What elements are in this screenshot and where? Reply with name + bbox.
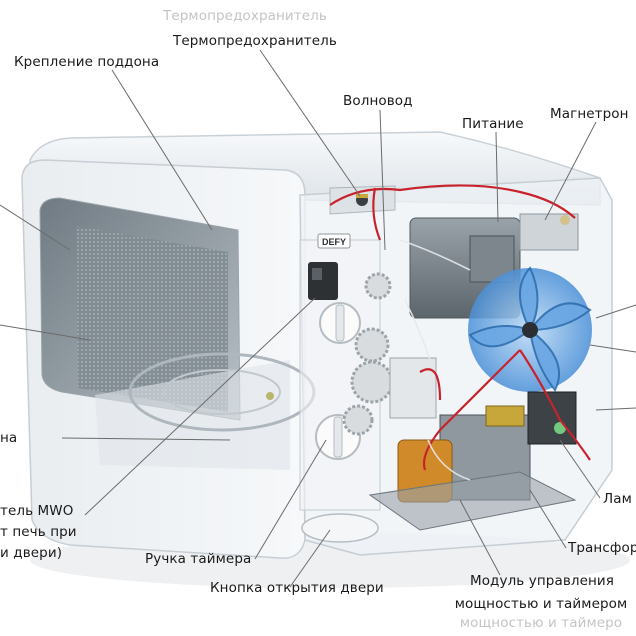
fan-hub (522, 322, 538, 338)
leader-lines (0, 49, 636, 588)
door-switch-block (308, 262, 338, 300)
white-wiring (399, 239, 471, 481)
red-wiring (329, 184, 591, 471)
lamp-holder (485, 405, 525, 427)
label-mwo-line3: и двери) (0, 545, 63, 561)
ghost-label-bottom: мощностью и таймеро (459, 615, 623, 631)
label-lamp: Лам (603, 491, 632, 507)
door-mesh (76, 226, 228, 412)
brand-text: DEFY (322, 237, 346, 247)
lamp (527, 391, 577, 445)
turntable-coupler (266, 392, 274, 400)
turntable-ring (163, 369, 281, 415)
label-door-button: Кнопка открытия двери (210, 580, 384, 596)
leader-waveguide (379, 109, 386, 251)
leader-right-top (595, 304, 636, 319)
leader-mwo (84, 297, 316, 516)
thermal-fuse-contact (356, 194, 368, 198)
leader-right-low (595, 407, 636, 411)
brand-plate (317, 233, 351, 249)
timer-gear-upper (354, 327, 390, 363)
leader-lamp (559, 439, 601, 499)
leader-right-mid (589, 344, 636, 353)
label-magnetron: Магнетрон (550, 106, 629, 122)
leader-left-mid (0, 324, 91, 341)
leader-timer-knob (254, 439, 327, 560)
door-open-button[interactable] (301, 513, 379, 543)
label-mwo-line2: т печь при (0, 524, 77, 540)
leader-left-tray (61, 437, 231, 441)
timer-gear-middle (350, 360, 394, 404)
label-thermal-fuse: Термопредохранитель (173, 33, 337, 49)
label-power: Питание (462, 116, 524, 132)
label-control-module-line1: Модуль управления (469, 573, 615, 589)
oven-cavity (95, 360, 290, 470)
timer-motor (389, 357, 437, 419)
leader-thermal-fuse (259, 49, 361, 197)
label-tray-mount: Крепление поддона (14, 54, 160, 70)
leader-tray-mount (111, 69, 213, 231)
label-timer-knob: Ручка таймера (145, 551, 252, 567)
leader-control-module (459, 499, 501, 576)
label-left-partial: на (0, 430, 18, 446)
timer-gear-lower (342, 404, 374, 436)
label-mwo-line1: тель MWO (0, 503, 74, 519)
label-control-module-line2: мощностью и таймером (454, 596, 628, 612)
label-waveguide: Волновод (343, 93, 413, 109)
leader-transformer (529, 489, 567, 549)
leader-door-button (289, 529, 331, 588)
fan-blades (468, 266, 592, 392)
leader-left-top (0, 204, 71, 251)
power-knob-grip (335, 304, 345, 342)
capacitor-top (560, 215, 570, 225)
leader-power (495, 131, 499, 223)
leader-magnetron (544, 121, 597, 221)
switch-gear (364, 272, 392, 300)
switch-contact (312, 268, 322, 280)
timer-knob-grip (333, 416, 343, 458)
ghost-label-top: Термопредохранитель (163, 8, 327, 24)
label-transformer: Трансфор (568, 540, 636, 556)
